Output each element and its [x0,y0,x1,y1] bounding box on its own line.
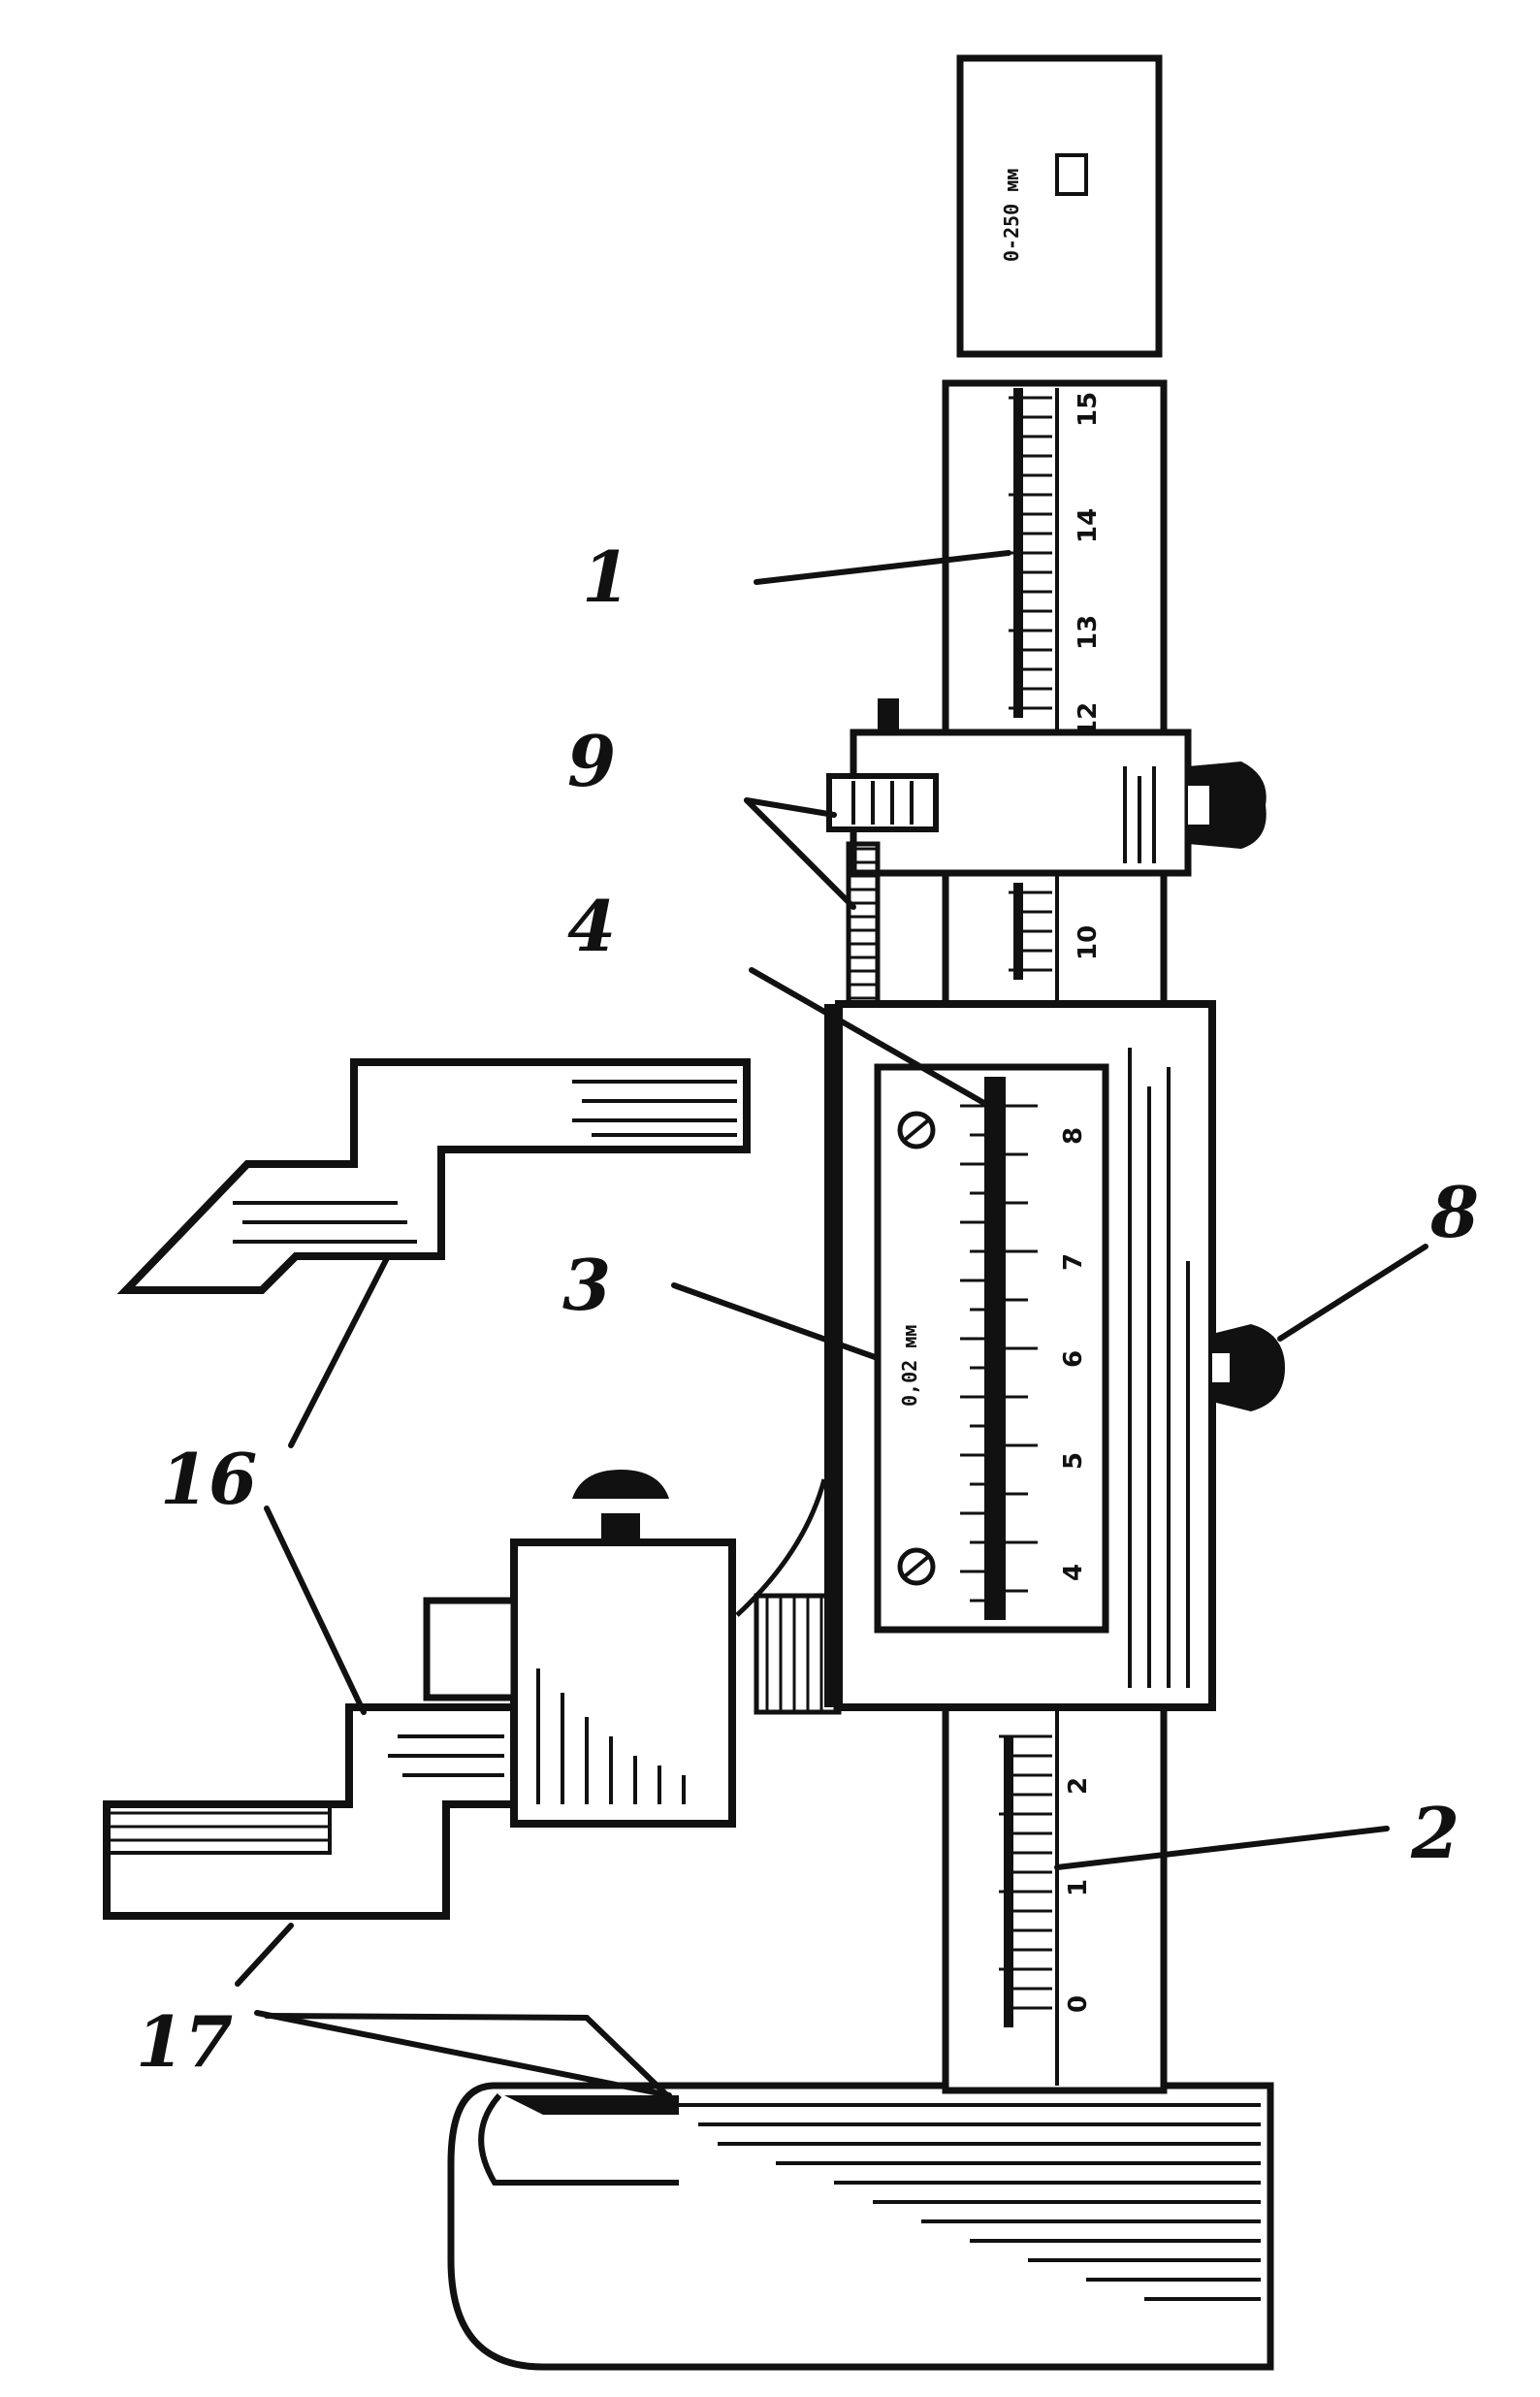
leader-9b [744,797,856,910]
callout-2: 2 [1410,1792,1460,1874]
beam-number-14: 14 [1074,508,1103,543]
beam-number-2: 2 [1064,1777,1093,1795]
base [447,2082,1274,2371]
leader-16a [288,1253,391,1448]
leader-8 [1277,1244,1428,1342]
fine-adjust-clamp [826,698,1267,1021]
leader-lines [235,550,1428,2100]
callout-4: 4 [567,885,616,967]
callout-17: 17 [136,2000,233,2083]
top-plate-text: 0-250 мм [1000,169,1023,262]
leader-16b [264,1506,367,1715]
vernier-number-7: 7 [1059,1253,1088,1271]
vernier-number-8: 8 [1059,1127,1088,1145]
vernier-screw-top [897,1111,936,1150]
top-plate: 0-250 мм [956,54,1163,358]
vernier-screw-bottom [897,1547,936,1586]
callout-16: 16 [160,1438,257,1520]
vernier-reading-label: 0,02 мм [898,1325,921,1407]
beam-number-1: 1 [1064,1879,1093,1896]
callout-9: 9 [567,720,616,802]
scriber-17 [103,1703,518,1920]
scriber-holder [423,1470,842,1828]
leader-1 [754,550,1011,585]
vernier-number-4: 4 [1059,1564,1088,1581]
beam-number-13: 13 [1074,615,1103,650]
slider-body: 8 7 6 5 4 0,02 мм [824,1000,1285,1711]
leader-17b [254,2010,672,2098]
vernier-number-5: 5 [1059,1452,1088,1470]
beam-number-0: 0 [1064,1995,1093,2013]
beam-number-15: 15 [1074,392,1103,427]
vernier-ticks [960,1104,1038,1603]
callout-8: 8 [1429,1171,1479,1253]
leader-3 [671,1282,881,1361]
leader-9a [744,797,837,818]
callout-3: 3 [562,1244,611,1326]
vernier-number-6: 6 [1059,1350,1088,1368]
leader-17a [235,1923,294,1987]
jaw-16 [116,1058,751,1294]
leader-4 [749,967,992,1109]
leader-2 [1054,1826,1390,1870]
slider-lock-screw-icon [1212,1324,1285,1411]
callouts: 1 9 4 8 3 16 2 17 [136,535,1479,2083]
beam-number-10: 10 [1074,925,1103,960]
callout-1: 1 [582,535,630,618]
